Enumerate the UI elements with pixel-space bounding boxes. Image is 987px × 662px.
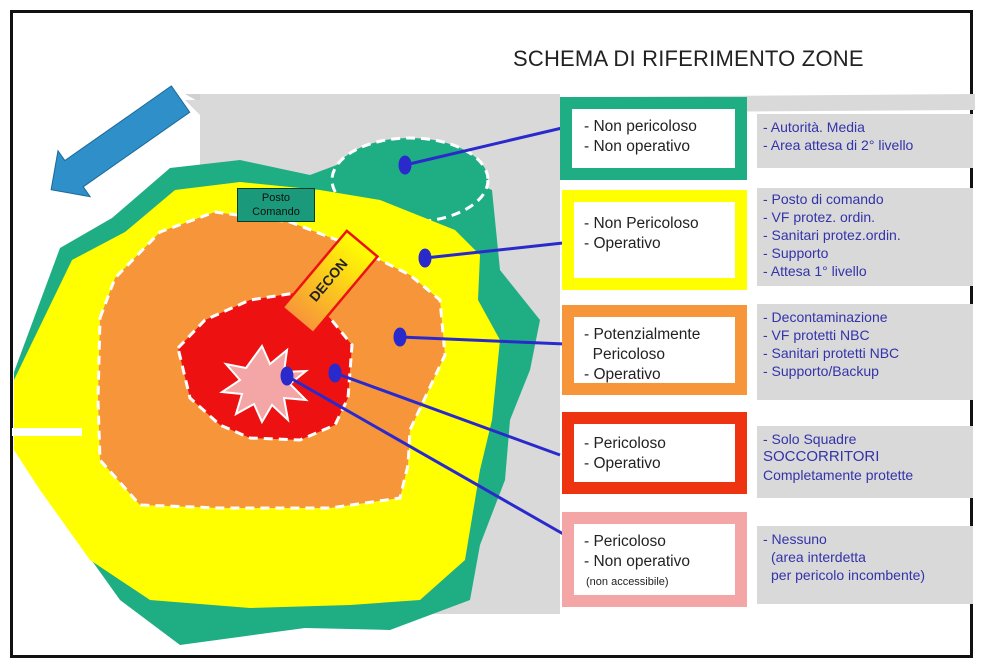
desc-red-3: Completamente protette (763, 467, 914, 483)
connector-red (334, 371, 561, 457)
zone-pink-line-1: - Pericoloso (584, 533, 666, 550)
marker-green (398, 155, 412, 175)
command-post-box: Posto Comando (237, 188, 315, 222)
zone-yellow-line-1: - Non Pericoloso (584, 215, 699, 232)
desc-red: - Solo Squadre SOCCORRITORI Completament… (757, 426, 973, 498)
desc-orange-2: - VF protetti NBC (763, 327, 870, 343)
zone-box-yellow: - Non Pericoloso - Operativo (562, 190, 747, 290)
wind-arrow-icon (50, 85, 191, 198)
desc-red-1: - Solo Squadre (763, 431, 857, 447)
connector-green (404, 126, 563, 167)
connector-pink (284, 373, 566, 537)
desc-orange-3: - Sanitari protetti NBC (763, 345, 900, 361)
zone-pink-line-2: - Non operativo (584, 553, 690, 570)
desc-yellow-4: - Supporto (763, 245, 829, 261)
path-gap (12, 428, 82, 436)
command-post-label-2: Comando (252, 206, 300, 218)
zone-green-line-1: - Non pericoloso (584, 118, 697, 135)
connector-orange (399, 335, 566, 346)
marker-yellow (418, 248, 432, 268)
desc-yellow-2: - VF protez. ordin. (763, 209, 876, 225)
marker-orange (393, 327, 407, 347)
desc-green-2: - Area attesa di 2° livello (763, 137, 914, 153)
desc-orange-4: - Supporto/Backup (763, 363, 879, 379)
desc-pink-3: per pericolo incombente) (771, 567, 926, 583)
zone-box-green: - Non pericoloso - Non operativo (560, 97, 747, 180)
zone-yellow-line-2: - Operativo (584, 235, 661, 252)
zone-box-orange: - Potenzialmente Pericoloso - Operativo (562, 305, 747, 395)
zone-pink-note: (non accessibile) (586, 576, 669, 588)
marker-red (328, 363, 342, 383)
zone-orange-line-1: - Potenzialmente (584, 326, 701, 343)
desc-orange: - Decontaminazione - VF protetti NBC - S… (757, 304, 973, 400)
desc-green: - Autorità. Media - Area attesa di 2° li… (757, 114, 973, 168)
desc-orange-1: - Decontaminazione (763, 309, 888, 325)
zone-red-line-1: - Pericoloso (584, 435, 666, 452)
zone-red-line-2: - Operativo (584, 455, 661, 472)
zone-green-line-2: - Non operativo (584, 138, 690, 155)
desc-pink: - Nessuno (area interdetta per pericolo … (757, 526, 973, 604)
desc-yellow: - Posto di comando - VF protez. ordin. -… (757, 188, 973, 286)
connector-yellow (424, 240, 573, 260)
desc-yellow-5: - Attesa 1° livello (763, 263, 867, 279)
command-post-label-1: Posto (261, 192, 291, 204)
decon-box (280, 229, 380, 335)
desc-yellow-1: - Posto di comando (763, 191, 884, 207)
desc-yellow-3: - Sanitari protez.ordin. (763, 227, 901, 243)
zone-orange-line-2: Pericoloso (584, 346, 665, 363)
desc-green-1: - Autorità. Media (763, 119, 865, 135)
diagram-title: SCHEMA DI RIFERIMENTO ZONE (513, 46, 864, 71)
desc-red-2: SOCCORRITORI (763, 448, 880, 465)
zone-orange-line-3: - Operativo (584, 366, 661, 383)
zone-box-pink: - Pericoloso - Non operativo (non access… (562, 512, 747, 607)
desc-pink-1: - Nessuno (763, 531, 827, 547)
marker-pink (280, 366, 294, 386)
desc-pink-2: (area interdetta (771, 549, 866, 565)
zone-box-red: - Pericoloso - Operativo (562, 412, 747, 494)
